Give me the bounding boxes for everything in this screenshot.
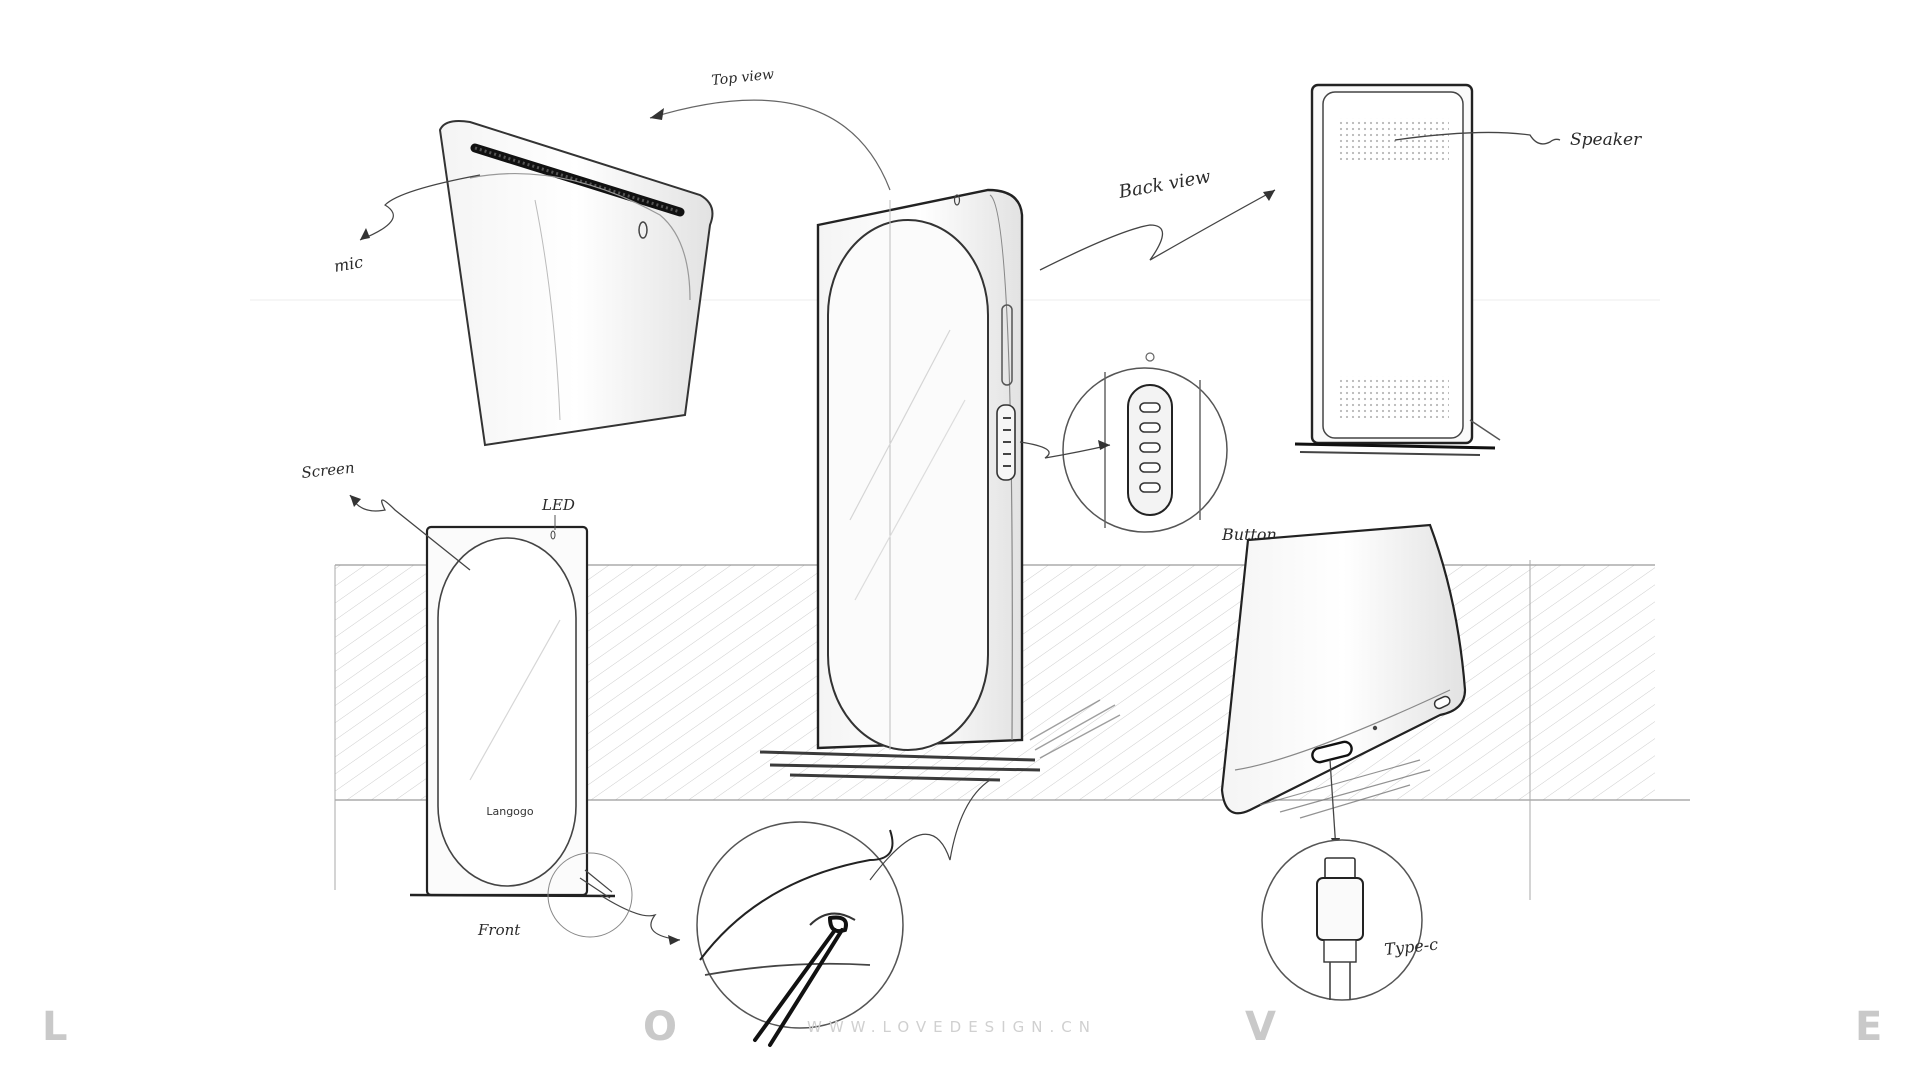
button-zoom-detail xyxy=(1062,352,1228,533)
back-view-label: Back view xyxy=(1116,166,1212,203)
top-view-arrow xyxy=(649,99,891,191)
type-c-zoom-detail xyxy=(1261,839,1423,1001)
type-c-pointer xyxy=(1329,759,1337,851)
top-view-label: Top view xyxy=(711,67,775,89)
front-label: Front xyxy=(477,921,521,939)
footer-letter-l: L xyxy=(42,1004,68,1050)
lanyard-zoom-detail xyxy=(696,821,904,1047)
top-view-device xyxy=(438,120,714,447)
footer-letter-e: E xyxy=(1855,1004,1882,1050)
lanyard-pointer-front xyxy=(599,894,681,941)
brand-label: Langogo xyxy=(486,805,534,818)
mic-label: mic xyxy=(332,252,364,276)
lanyard-pointer-main xyxy=(869,779,991,881)
front-device: Langogo xyxy=(409,525,616,899)
button-pointer xyxy=(1019,441,1111,459)
footer-letter-o: O xyxy=(643,1004,677,1050)
back-view-device xyxy=(1294,83,1501,456)
led-label: LED xyxy=(541,496,575,514)
main-device xyxy=(759,188,1121,782)
screen-label: Screen xyxy=(301,459,356,482)
screen-pointer xyxy=(349,494,471,571)
mic-pointer xyxy=(359,174,481,241)
speaker-label: Speaker xyxy=(1570,130,1642,150)
back-view-pointer xyxy=(1039,189,1276,271)
footer-url: WWW.LOVEDESIGN.CN xyxy=(807,1018,1097,1036)
footer-letter-v: V xyxy=(1245,1004,1276,1050)
speaker-pointer xyxy=(1394,131,1561,145)
footer-watermark: L O WWW.LOVEDESIGN.CN V E xyxy=(42,1004,1882,1050)
bottom-view-device xyxy=(1220,523,1467,819)
